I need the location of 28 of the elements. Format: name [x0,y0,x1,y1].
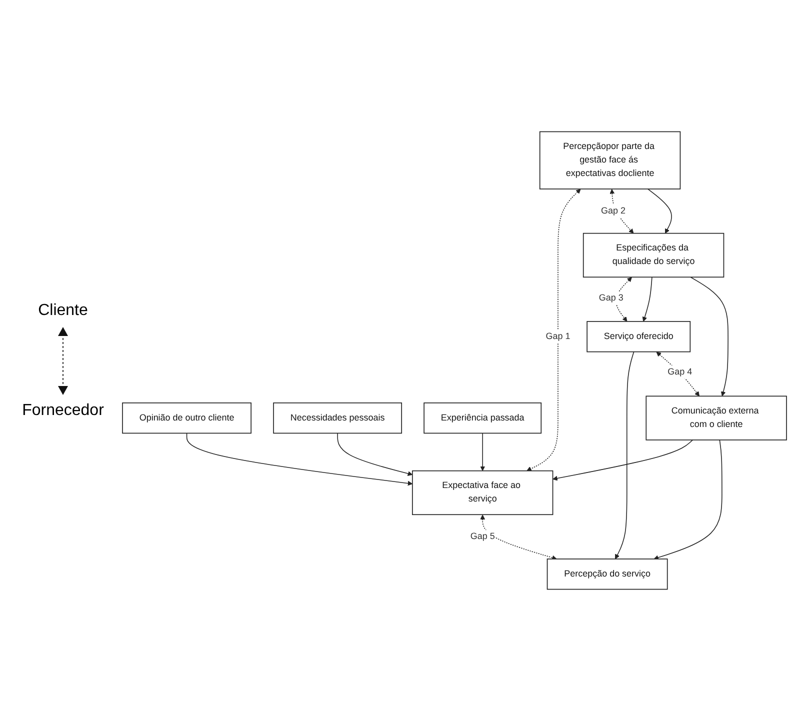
arrow [480,514,557,560]
node-box: Percepçãopor parte da gestão face ás expectativas docliente [539,131,681,190]
node-box: Opinião de outro cliente [122,402,252,434]
node-box: Expectativa face ao serviço [412,470,554,516]
edge-label: Gap 1 [546,332,570,342]
edge-label: Gap 4 [668,366,692,377]
arrow [480,432,486,472]
arrow [656,352,700,396]
arrow [615,351,634,560]
node-box: Serviço oferecido [586,321,691,352]
arrow [690,276,728,396]
node-box: Comunicação externa com o cliente [646,396,787,440]
arrow [642,276,652,322]
arrow [654,440,722,560]
side-label: Cliente [38,302,88,320]
arrow [552,440,694,481]
side-label: Fornecedor [22,402,104,420]
arrow [526,188,581,472]
edge-label: Gap 5 [470,532,495,542]
edge-label: Gap 3 [598,293,624,303]
node-box: Especificações da qualidade do serviço [582,232,724,278]
node-box: Necessidades pessoais [273,402,402,434]
arrow [186,432,413,486]
arrow [647,188,672,234]
arrow [337,432,413,476]
node-box: Percepção do serviço [546,558,668,590]
node-box: Experiência passada [424,402,542,434]
edge-label: Gap 2 [600,206,626,216]
